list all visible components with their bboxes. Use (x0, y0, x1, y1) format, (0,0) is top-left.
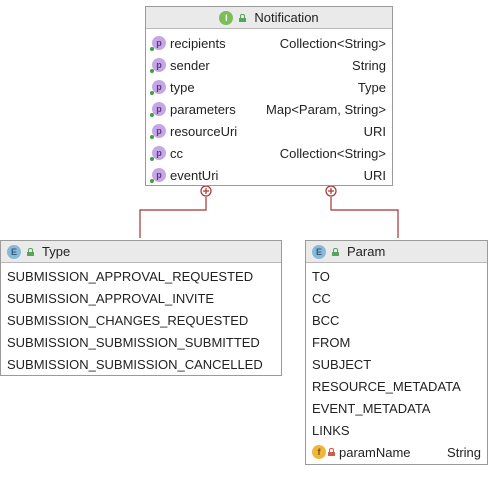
property-row-eventUri[interactable]: p eventUri URI (146, 164, 392, 186)
param-header: E Param (306, 241, 487, 263)
field-name: paramName (339, 444, 411, 460)
private-lock-icon (328, 448, 335, 456)
field-icon: f (312, 445, 326, 459)
enum-constant[interactable]: BCC (312, 312, 340, 328)
type-title: Type (42, 244, 71, 259)
property-name: type (170, 79, 195, 95)
public-lock-icon (239, 13, 247, 22)
enum-constant[interactable]: SUBJECT (312, 356, 372, 372)
composition-marker-type (200, 185, 212, 197)
property-icon: p (150, 124, 166, 139)
enum-constant[interactable]: SUBMISSION_APPROVAL_INVITE (7, 290, 215, 306)
enum-constant[interactable]: TO (312, 268, 330, 284)
type-header: E Type (1, 241, 281, 263)
enum-constant[interactable]: CC (312, 290, 331, 306)
type-enum-box[interactable]: E Type SUBMISSION_APPROVAL_REQUESTED SUBM… (0, 240, 282, 376)
property-row-recipients[interactable]: p recipients Collection<String> (146, 32, 392, 54)
param-title: Param (347, 244, 386, 259)
property-icon: p (150, 58, 166, 73)
property-icon: p (150, 36, 166, 51)
property-type: Collection<String> (279, 35, 386, 51)
property-icon: p (150, 102, 166, 117)
enum-constant[interactable]: RESOURCE_METADATA (312, 378, 461, 394)
interface-icon: I (219, 10, 234, 25)
property-type: Collection<String> (279, 145, 386, 161)
property-name: parameters (170, 101, 236, 117)
property-type: String (352, 57, 386, 73)
composition-marker-param (325, 185, 337, 197)
property-row-parameters[interactable]: p parameters Map<Param, String> (146, 98, 392, 120)
enum-icon: E (7, 244, 21, 259)
property-name: sender (170, 57, 210, 73)
enum-constant[interactable]: SUBMISSION_SUBMISSION_CANCELLED (7, 356, 263, 372)
property-type: URI (363, 123, 386, 139)
notification-title: Notification (254, 10, 319, 25)
property-type: Type (357, 79, 386, 95)
property-icon: p (150, 168, 166, 183)
property-name: resourceUri (170, 123, 238, 139)
property-name: recipients (170, 35, 226, 51)
enum-constant[interactable]: LINKS (312, 422, 350, 438)
enum-icon: E (312, 244, 326, 259)
public-lock-icon (332, 247, 339, 256)
public-lock-icon (27, 247, 34, 256)
param-enum-box[interactable]: E Param TO CC BCC FROM SUBJECT RESOURCE_METAD… (305, 240, 488, 465)
property-icon: p (150, 80, 166, 95)
property-name: eventUri (170, 167, 219, 183)
property-icon: p (150, 146, 166, 161)
enum-constant[interactable]: SUBMISSION_CHANGES_REQUESTED (7, 312, 249, 328)
property-row-resourceUri[interactable]: p resourceUri URI (146, 120, 392, 142)
notification-header: I Notification (146, 7, 392, 29)
enum-constant[interactable]: FROM (312, 334, 351, 350)
property-type: URI (363, 167, 386, 183)
field-type: String (447, 444, 481, 460)
enum-constant[interactable]: EVENT_METADATA (312, 400, 431, 416)
property-name: cc (170, 145, 183, 161)
enum-constant[interactable]: SUBMISSION_SUBMISSION_SUBMITTED (7, 334, 260, 350)
enum-constant[interactable]: SUBMISSION_APPROVAL_REQUESTED (7, 268, 254, 284)
param-name-field-row[interactable]: f paramName String (306, 441, 487, 463)
property-type: Map<Param, String> (266, 101, 386, 117)
